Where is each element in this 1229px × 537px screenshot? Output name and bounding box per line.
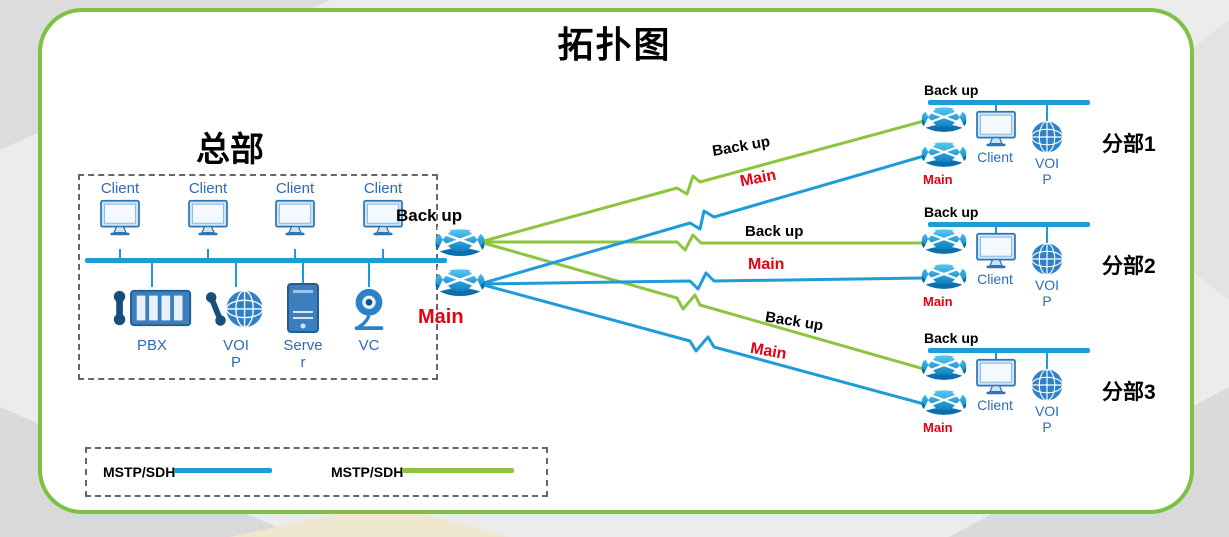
connector-stub (368, 263, 370, 287)
connector-stub (1046, 226, 1048, 243)
router-icon (920, 386, 968, 420)
router-icon (920, 225, 968, 259)
router-icon (920, 260, 968, 294)
backup-link-branch1 (478, 119, 926, 244)
voip-globe-icon (1030, 120, 1064, 154)
legend-label-mstp-sdh-green: MSTP/SDH (331, 464, 404, 480)
branch-title: 分部1 (1102, 133, 1156, 156)
hq-client-node: Client (176, 180, 240, 242)
client-computer-icon (975, 110, 1017, 148)
voip-label: VOIP (1034, 277, 1060, 309)
headquarters-title: 总部 (196, 131, 264, 169)
branch-backup-router-label: Back up (924, 82, 979, 98)
client-label: Client (363, 180, 403, 197)
connector-stub (151, 263, 153, 287)
hq-main-router-label: Main (418, 306, 464, 328)
connector-stub (995, 226, 997, 233)
branch-backup-router-label: Back up (924, 204, 979, 220)
main-link-label: Main (748, 256, 785, 273)
headquarters-lan-bus (85, 258, 447, 263)
branch-main-router-label: Main (923, 172, 953, 187)
legend-line-blue (174, 468, 272, 473)
client-label: Client (977, 149, 1013, 165)
legend-line-green (402, 468, 514, 473)
branch-lan-bus (928, 348, 1090, 353)
legend-label-mstp-sdh-blue: MSTP/SDH (103, 464, 176, 480)
server-label: Server (283, 337, 323, 371)
voip-globe-icon (1030, 242, 1064, 276)
connector-stub (302, 263, 304, 283)
branch-2: Back up Main Client VOIP 分部2 (920, 204, 1225, 329)
voip-globe-icon (1030, 368, 1064, 402)
branch-title: 分部2 (1102, 255, 1156, 278)
connector-stub (995, 104, 997, 111)
branch-backup-router-label: Back up (924, 330, 979, 346)
pbx-icon (110, 287, 194, 329)
router-icon (434, 264, 486, 302)
diagram-title: 拓扑图 (557, 24, 672, 65)
vc-label: VC (358, 337, 380, 354)
main-link-branch1 (478, 154, 926, 286)
client-label: Client (100, 180, 140, 197)
backup-link-branch3 (478, 240, 926, 371)
client-computer-icon (975, 232, 1017, 270)
connector-stub (294, 249, 296, 258)
pbx-label: PBX (136, 337, 167, 354)
legend: MSTP/SDH MSTP/SDH (85, 447, 548, 497)
main-link-branch2 (478, 271, 926, 291)
voip-label: VOIP (223, 337, 249, 371)
voip-label: VOIP (1034, 403, 1060, 435)
client-computer-icon (975, 358, 1017, 396)
branch-title: 分部3 (1102, 381, 1156, 404)
client-computer-icon (99, 199, 141, 237)
branch-1: Back up Main Client VOIP 分部1 (920, 82, 1225, 207)
branch-main-router-label: Main (923, 420, 953, 435)
client-computer-icon (187, 199, 229, 237)
branch-main-router-label: Main (923, 294, 953, 309)
connector-stub (995, 352, 997, 359)
voip-phone-globe-icon (204, 286, 266, 330)
connector-stub (1046, 352, 1048, 369)
branch-3: Back up Main Client VOIP 分部3 (920, 330, 1225, 455)
client-label: Client (275, 180, 315, 197)
connector-stub (207, 249, 209, 258)
hq-backup-router-label: Back up (396, 206, 463, 225)
connector-stub (235, 263, 237, 287)
hq-client-node: Client (88, 180, 152, 242)
client-computer-icon (274, 199, 316, 237)
router-icon (920, 138, 968, 172)
connector-stub (1046, 104, 1048, 121)
connector-stub (119, 249, 121, 258)
client-label: Client (977, 271, 1013, 287)
voip-label: VOIP (1034, 155, 1060, 187)
backup-link-branch2 (478, 233, 926, 252)
router-icon (434, 224, 486, 262)
router-icon (920, 351, 968, 385)
connector-stub (382, 249, 384, 258)
branch-lan-bus (928, 100, 1090, 105)
video-camera-icon (347, 286, 391, 332)
hq-client-node: Client (263, 180, 327, 242)
hq-client-node: Client (351, 180, 415, 242)
client-label: Client (188, 180, 228, 197)
client-label: Client (977, 397, 1013, 413)
server-icon (285, 282, 321, 334)
branch-lan-bus (928, 222, 1090, 227)
router-icon (920, 103, 968, 137)
main-link-branch3 (478, 282, 926, 406)
backup-link-label: Back up (745, 223, 804, 240)
